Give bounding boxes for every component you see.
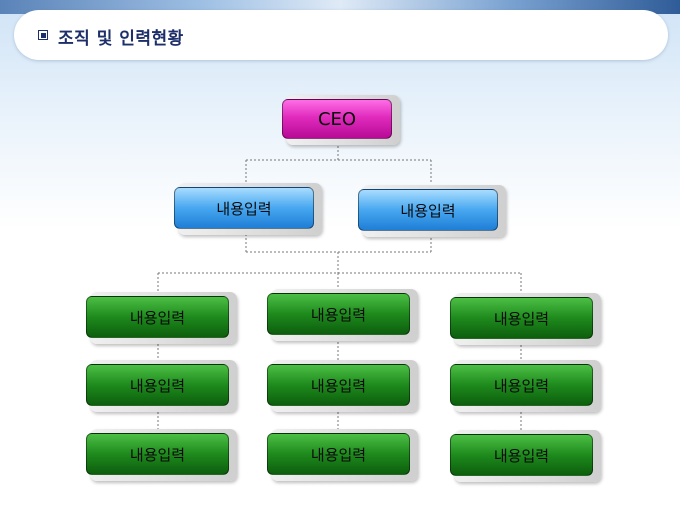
col1-node-2: 내용입력 (86, 360, 237, 412)
col1-node-3: 내용입력 (86, 429, 237, 481)
col1-label-2: 내용입력 (86, 364, 229, 406)
level2-label-2: 내용입력 (358, 189, 498, 231)
level2-node-2: 내용입력 (358, 185, 506, 237)
col3-label-3: 내용입력 (450, 434, 593, 476)
col3-label-2: 내용입력 (450, 364, 593, 406)
col1-node-1: 내용입력 (86, 292, 237, 344)
level2-label-1: 내용입력 (174, 187, 314, 229)
title-bar: 조직 및 인력현황 (14, 10, 668, 60)
page-title: 조직 및 인력현황 (58, 29, 184, 49)
col3-node-3: 내용입력 (450, 430, 601, 482)
col2-node-2: 내용입력 (267, 360, 418, 412)
col3-node-2: 내용입력 (450, 360, 601, 412)
col2-label-2: 내용입력 (267, 364, 410, 406)
level2-node-1: 내용입력 (174, 183, 322, 235)
square-bullet-icon (38, 30, 48, 40)
ceo-label: CEO (282, 99, 392, 139)
col1-label-1: 내용입력 (86, 296, 229, 338)
col3-node-1: 내용입력 (450, 293, 601, 345)
col2-label-3: 내용입력 (267, 433, 410, 475)
col1-label-3: 내용입력 (86, 433, 229, 475)
col3-label-1: 내용입력 (450, 297, 593, 339)
col2-label-1: 내용입력 (267, 293, 410, 335)
ceo-node: CEO (282, 95, 400, 145)
col2-node-3: 내용입력 (267, 429, 418, 481)
col2-node-1: 내용입력 (267, 289, 418, 341)
